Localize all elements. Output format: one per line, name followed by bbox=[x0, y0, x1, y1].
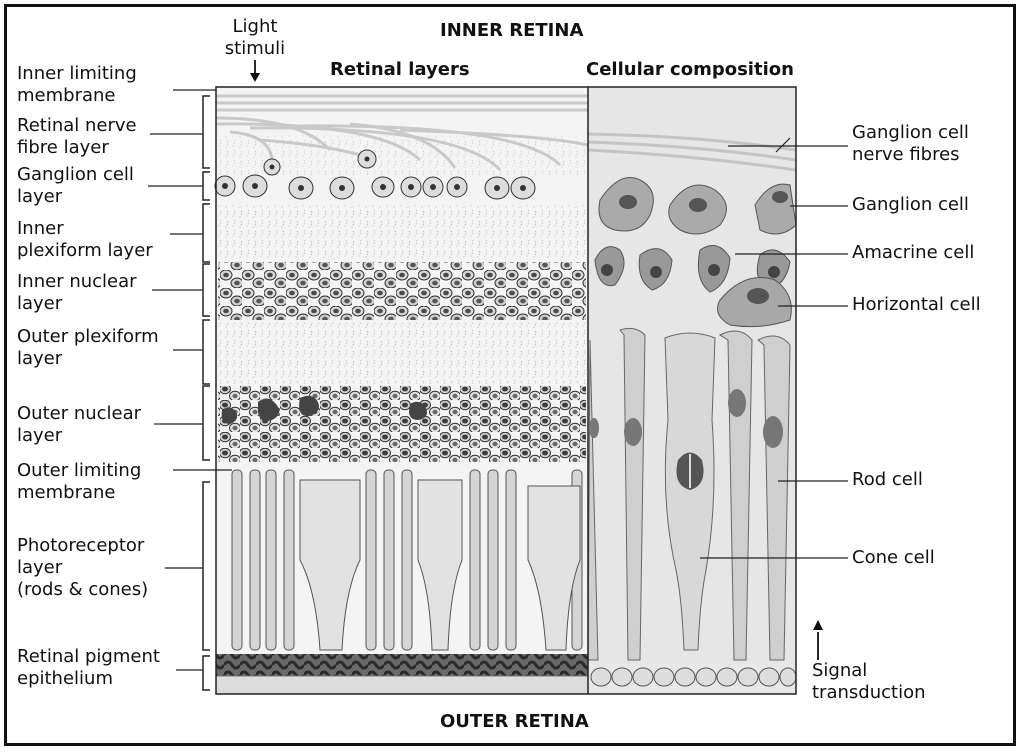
light-arrow bbox=[250, 60, 260, 82]
cellular-composition-heading: Cellular composition bbox=[586, 59, 794, 80]
cell-label-nerve-fibres: Ganglion cell nerve fibres bbox=[852, 122, 969, 165]
layer-label-opl: Outer plexiform layer bbox=[17, 326, 159, 369]
outer-retina-title: OUTER RETINA bbox=[440, 711, 589, 732]
inner-retina-title: INNER RETINA bbox=[440, 20, 584, 41]
ganglion-nuclei-right bbox=[619, 191, 788, 212]
signal-transduction-label: Signal transduction bbox=[812, 660, 926, 703]
layer-label-gcl: Ganglion cell layer bbox=[17, 164, 134, 207]
rpe-left bbox=[216, 654, 588, 676]
nerve-fibres-right bbox=[587, 132, 797, 172]
layer-label-ilm: Inner limiting membrane bbox=[17, 63, 137, 106]
signal-arrow bbox=[813, 620, 823, 660]
layer-label-rnfl: Retinal nerve fibre layer bbox=[17, 115, 137, 158]
retinal-layers-heading: Retinal layers bbox=[330, 59, 470, 80]
rod-nuclei-right bbox=[589, 389, 783, 448]
light-stimuli-label: Light stimuli bbox=[224, 16, 286, 59]
rods-right bbox=[587, 327, 791, 661]
cell-label-amacrine: Amacrine cell bbox=[852, 242, 975, 263]
cones-left bbox=[299, 479, 581, 651]
layer-brackets bbox=[202, 95, 210, 691]
cell-label-horizontal: Horizontal cell bbox=[852, 294, 981, 315]
inner-plexiform-left bbox=[216, 205, 588, 260]
figure-frame bbox=[4, 4, 1016, 746]
outer-plexiform-left bbox=[216, 322, 588, 384]
inner-nuclear-left bbox=[218, 262, 586, 320]
cell-label-rod: Rod cell bbox=[852, 469, 923, 490]
panel-border bbox=[215, 86, 797, 695]
layer-label-inl: Inner nuclear layer bbox=[17, 271, 137, 314]
layer-label-olm: Outer limiting membrane bbox=[17, 460, 142, 503]
cell-label-ganglion: Ganglion cell bbox=[852, 194, 969, 215]
ganglion-nuclei-left bbox=[214, 149, 536, 200]
outer-nuclear-left bbox=[218, 386, 586, 462]
layer-label-onl: Outer nuclear layer bbox=[17, 403, 142, 446]
dark-nuclei-blobs bbox=[221, 395, 427, 424]
left-leader-lines bbox=[148, 89, 232, 671]
rpe-right-cells bbox=[590, 667, 797, 687]
rods-left bbox=[231, 469, 583, 651]
right-leader-lines bbox=[700, 137, 848, 559]
cone-cell-right bbox=[664, 332, 716, 651]
layer-label-ipl: Inner plexiform layer bbox=[17, 218, 153, 261]
layer-label-rpe: Retinal pigment epithelium bbox=[17, 646, 160, 689]
amacrine-nuclei-right bbox=[601, 264, 780, 278]
cell-label-cone: Cone cell bbox=[852, 547, 935, 568]
layer-label-pr: Photoreceptor layer (rods & cones) bbox=[17, 535, 149, 600]
